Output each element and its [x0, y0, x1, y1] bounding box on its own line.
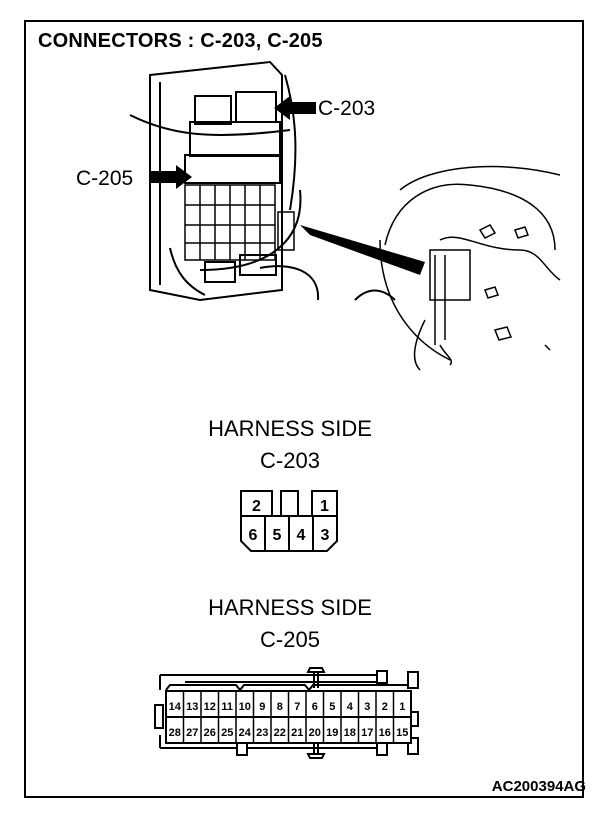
pin-number: 19 [326, 727, 338, 739]
pin-number: 21 [291, 727, 303, 739]
pin-number: 8 [277, 701, 283, 713]
pin-number: 23 [256, 727, 268, 739]
pin-number: 3 [364, 701, 370, 713]
pin-number: 14 [169, 701, 182, 713]
pin-number: 27 [186, 727, 198, 739]
pin-number: 13 [186, 701, 198, 713]
figure-title: CONNECTORS : C-203, C-205 [38, 30, 323, 52]
figure-code: AC200394AG [491, 778, 586, 795]
c205-heading: HARNESS SIDE [208, 595, 372, 620]
pin-number: 10 [239, 701, 251, 713]
callout-c203: C-203 [318, 97, 376, 120]
leader-wedge [300, 225, 425, 275]
pin-number: 17 [361, 727, 373, 739]
dashboard-drawing [379, 165, 561, 371]
pin-number: 18 [344, 727, 356, 739]
junction-block-drawing [129, 60, 396, 302]
pin-number: 16 [379, 727, 391, 739]
pin-number: 20 [309, 727, 321, 739]
latch-tab [376, 742, 388, 756]
pin-number: 2 [382, 701, 388, 713]
connector-shell [154, 674, 385, 749]
pin-number: 15 [396, 727, 408, 739]
c203-name: C-203 [260, 448, 320, 473]
pin-number: 1 [399, 701, 405, 713]
pin-number: 9 [259, 701, 265, 713]
arrow-c203-icon [274, 96, 316, 120]
c203-heading: HARNESS SIDE [208, 416, 372, 441]
pin-number: 4 [297, 527, 306, 544]
pin-number: 6 [312, 701, 318, 713]
figure-frame [24, 20, 584, 798]
pin-number: 25 [221, 727, 233, 739]
pin-number: 1 [320, 498, 329, 515]
pin-number: 24 [239, 727, 252, 739]
pin-number: 11 [221, 701, 233, 713]
c205-name: C-205 [260, 627, 320, 652]
pin-number: 5 [273, 527, 282, 544]
pin-cavity [280, 490, 299, 517]
pin-number: 22 [274, 727, 286, 739]
arrow-c205-icon [150, 165, 192, 189]
latch-tab [407, 671, 419, 689]
pin-number: 4 [347, 701, 354, 713]
pin-number: 26 [204, 727, 216, 739]
pin-cavity [311, 490, 338, 517]
pin-number: 5 [329, 701, 335, 713]
latch-tab [407, 737, 419, 755]
callout-c205: C-205 [76, 167, 134, 190]
pin-number: 2 [252, 498, 261, 515]
center-lock [306, 667, 326, 759]
pin-number: 6 [249, 527, 258, 544]
pin-number: 28 [169, 727, 181, 739]
pin-number: 12 [204, 701, 216, 713]
pin-number: 3 [321, 527, 330, 544]
latch-tab [376, 670, 388, 684]
connector-rail [165, 684, 411, 691]
pin-number: 7 [294, 701, 300, 713]
